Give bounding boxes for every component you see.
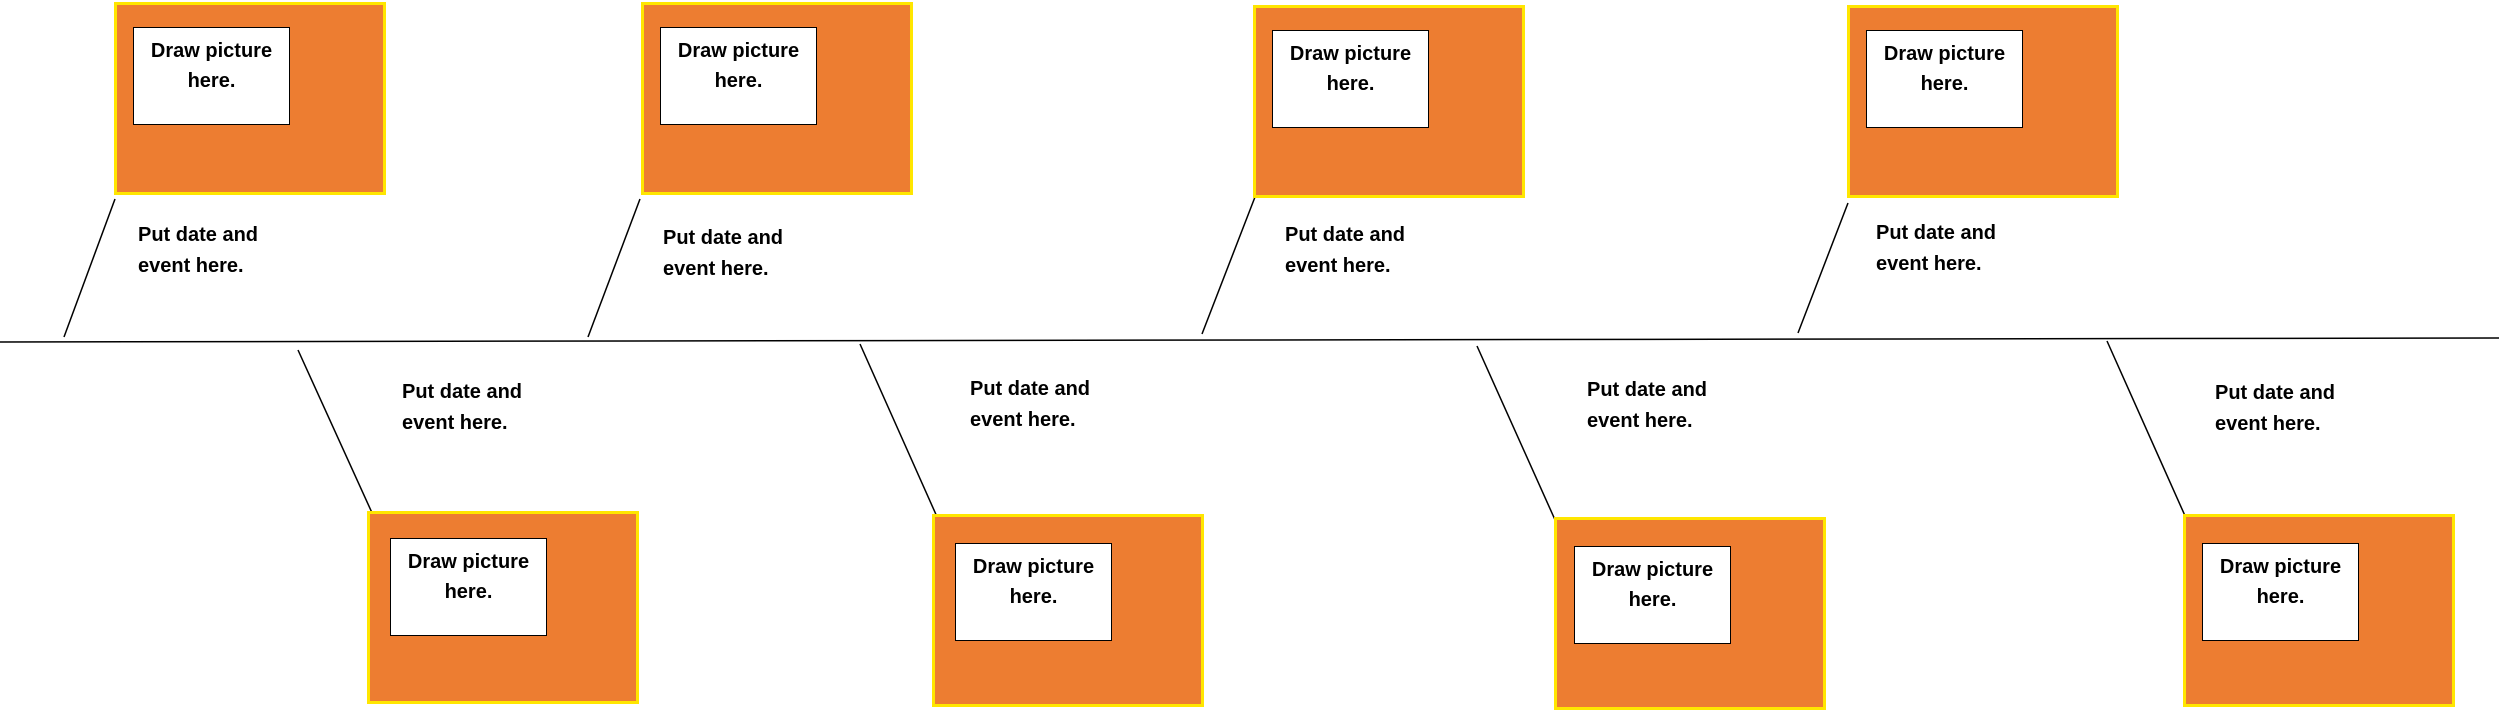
- connector-line: [1476, 345, 1557, 523]
- connector-line: [859, 343, 939, 520]
- connector-line: [1797, 202, 1849, 334]
- connector-line: [2106, 340, 2187, 519]
- connector-line: [297, 349, 379, 527]
- connector-line: [63, 198, 116, 338]
- timeline-axis: [0, 337, 2499, 343]
- connector-line: [587, 198, 641, 338]
- connector-line: [1201, 196, 1256, 335]
